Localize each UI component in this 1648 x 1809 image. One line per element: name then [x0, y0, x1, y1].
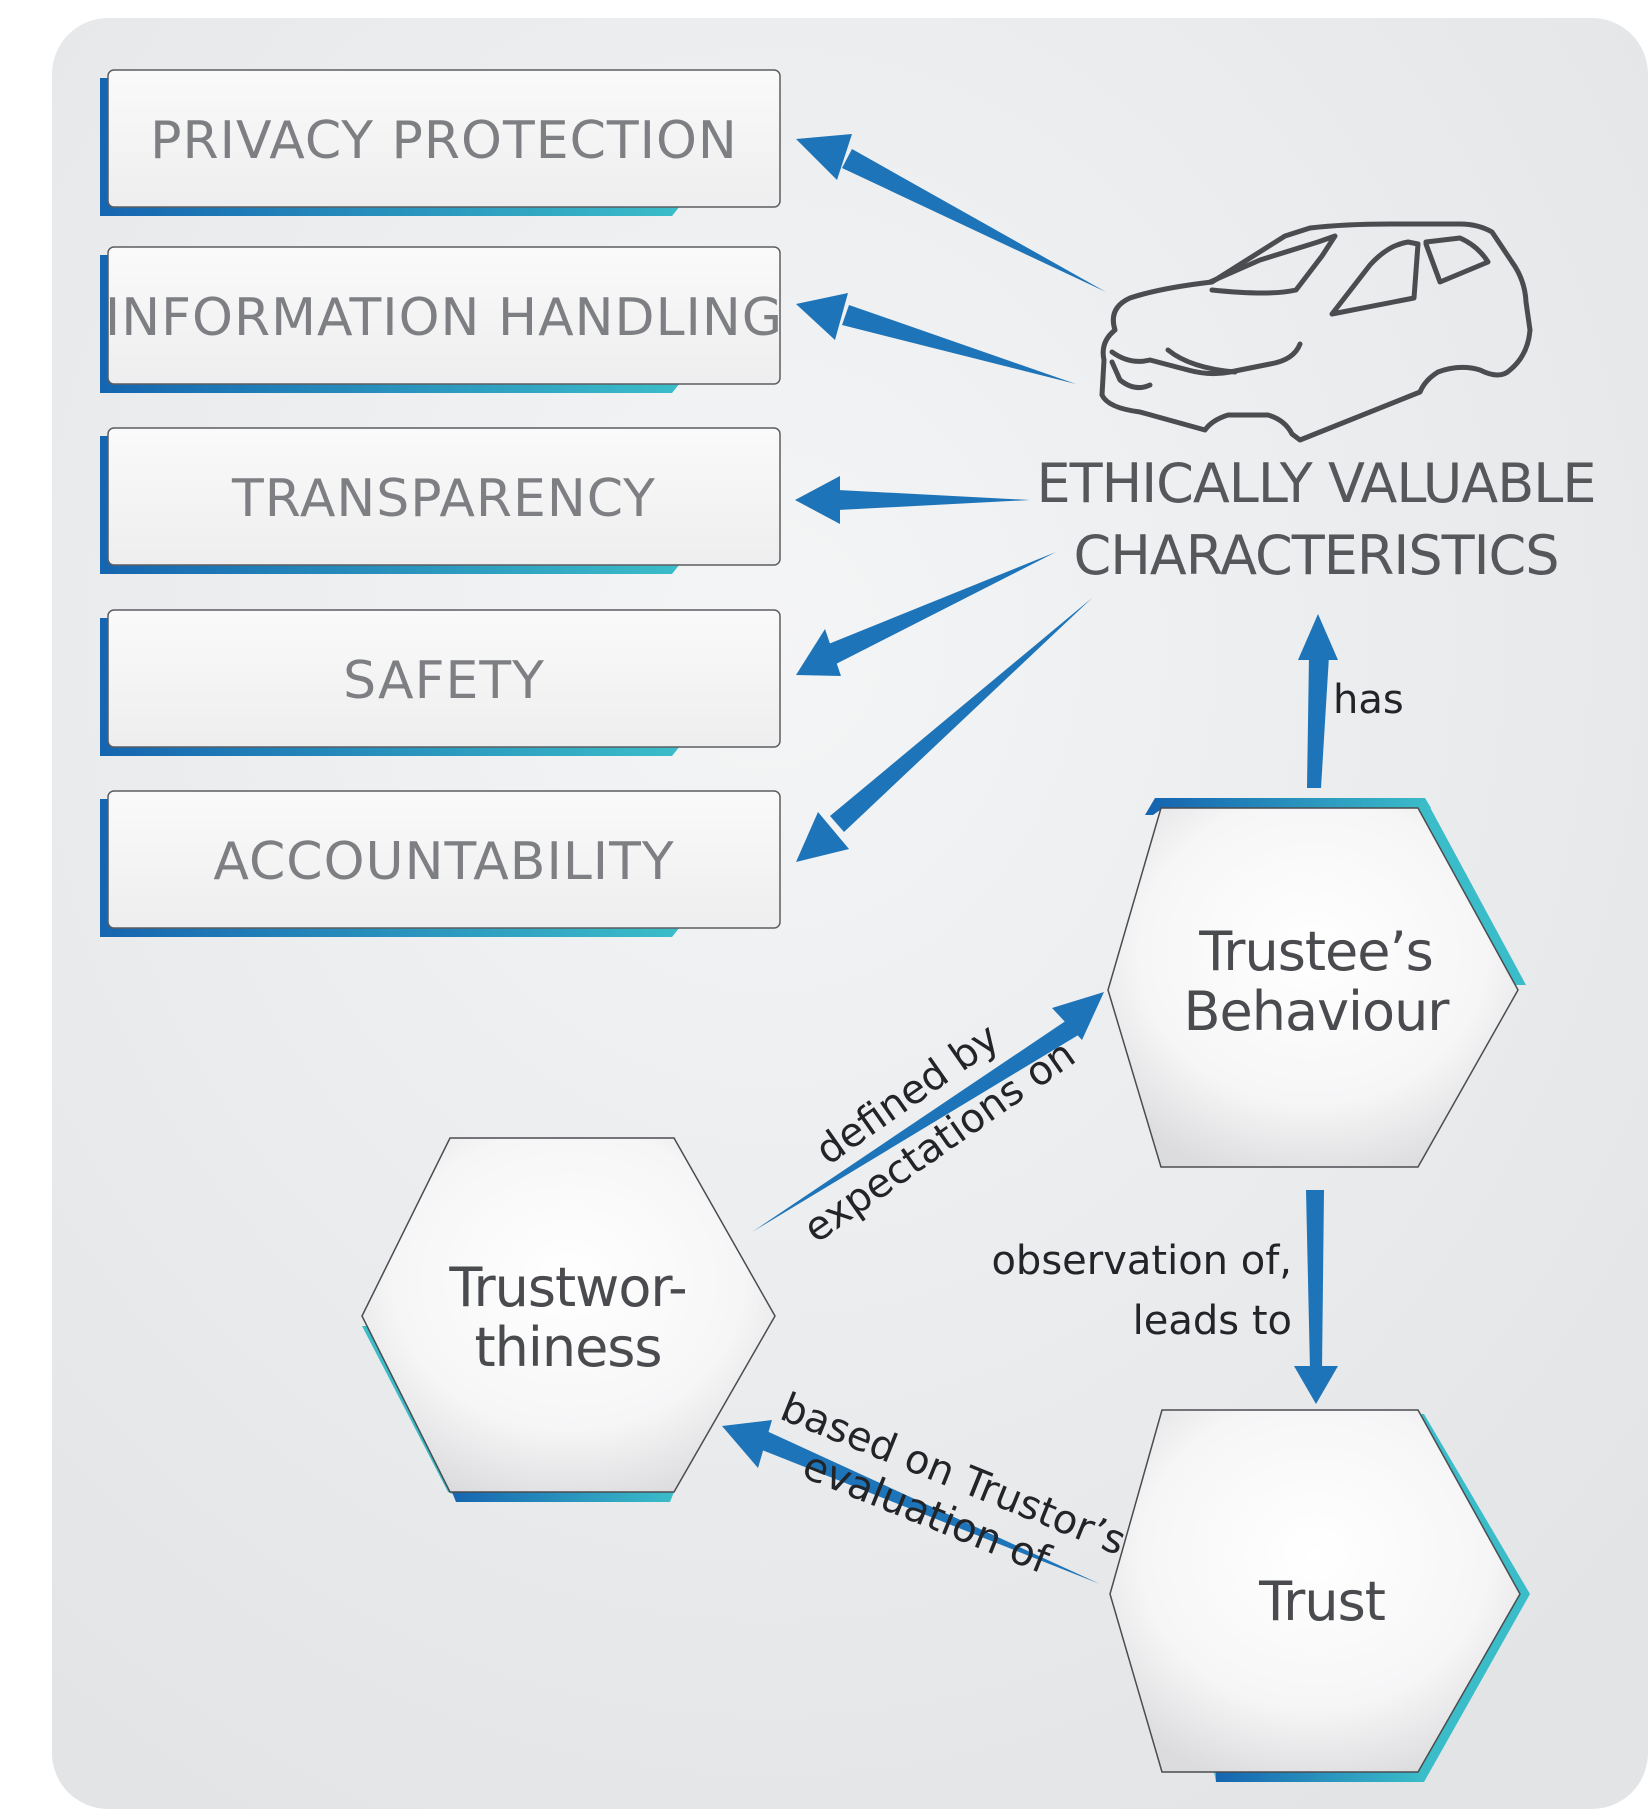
characteristic-label: TRANSPARENCY [231, 469, 656, 529]
characteristic-label: ACCOUNTABILITY [213, 832, 674, 892]
hexagon-trustworthiness: Trustwor- thiness [361, 1137, 776, 1502]
relation-observation-line2: leads to [1133, 1298, 1292, 1344]
hexagon-trustees-behaviour: Trustee’s Behaviour [1107, 798, 1526, 1168]
car-icon [1099, 221, 1533, 443]
arrow-to-accountability [796, 598, 1092, 862]
characteristic-box-transparency: TRANSPARENCY [100, 427, 781, 574]
characteristic-box-privacy: PRIVACY PROTECTION [100, 69, 781, 216]
ethical-characteristics-title-line1: ETHICALLY VALUABLE [1037, 452, 1596, 515]
arrow-has [1298, 614, 1338, 788]
characteristic-box-safety: SAFETY [100, 609, 781, 756]
arrow-based-on [722, 1420, 1100, 1584]
characteristic-box-information-handling: INFORMATION HANDLING [100, 246, 783, 393]
node-trustworthiness-line2: thiness [474, 1316, 661, 1379]
node-trustworthiness-line1: Trustwor- [448, 1256, 686, 1319]
arrow-to-privacy [796, 134, 1106, 292]
arrow-to-safety [796, 552, 1056, 676]
node-trustees-behaviour-line2: Behaviour [1183, 980, 1450, 1043]
relation-observation-line1: observation of, [991, 1238, 1292, 1284]
hexagon-trust: Trust [1109, 1409, 1530, 1782]
node-trust-label: Trust [1258, 1570, 1385, 1633]
ethical-characteristics-title-line2: CHARACTERISTICS [1073, 524, 1558, 587]
arrow-to-transparency [795, 476, 1030, 524]
arrow-defined-by [752, 992, 1104, 1232]
relation-has-label: has [1333, 677, 1404, 723]
arrow-observation [1294, 1190, 1338, 1404]
characteristic-label: INFORMATION HANDLING [105, 288, 783, 348]
node-trustees-behaviour-line1: Trustee’s [1198, 920, 1433, 983]
characteristic-label: PRIVACY PROTECTION [150, 111, 738, 171]
characteristic-label: SAFETY [343, 651, 545, 711]
characteristic-box-accountability: ACCOUNTABILITY [100, 790, 781, 937]
arrow-to-information-handling [796, 293, 1076, 384]
